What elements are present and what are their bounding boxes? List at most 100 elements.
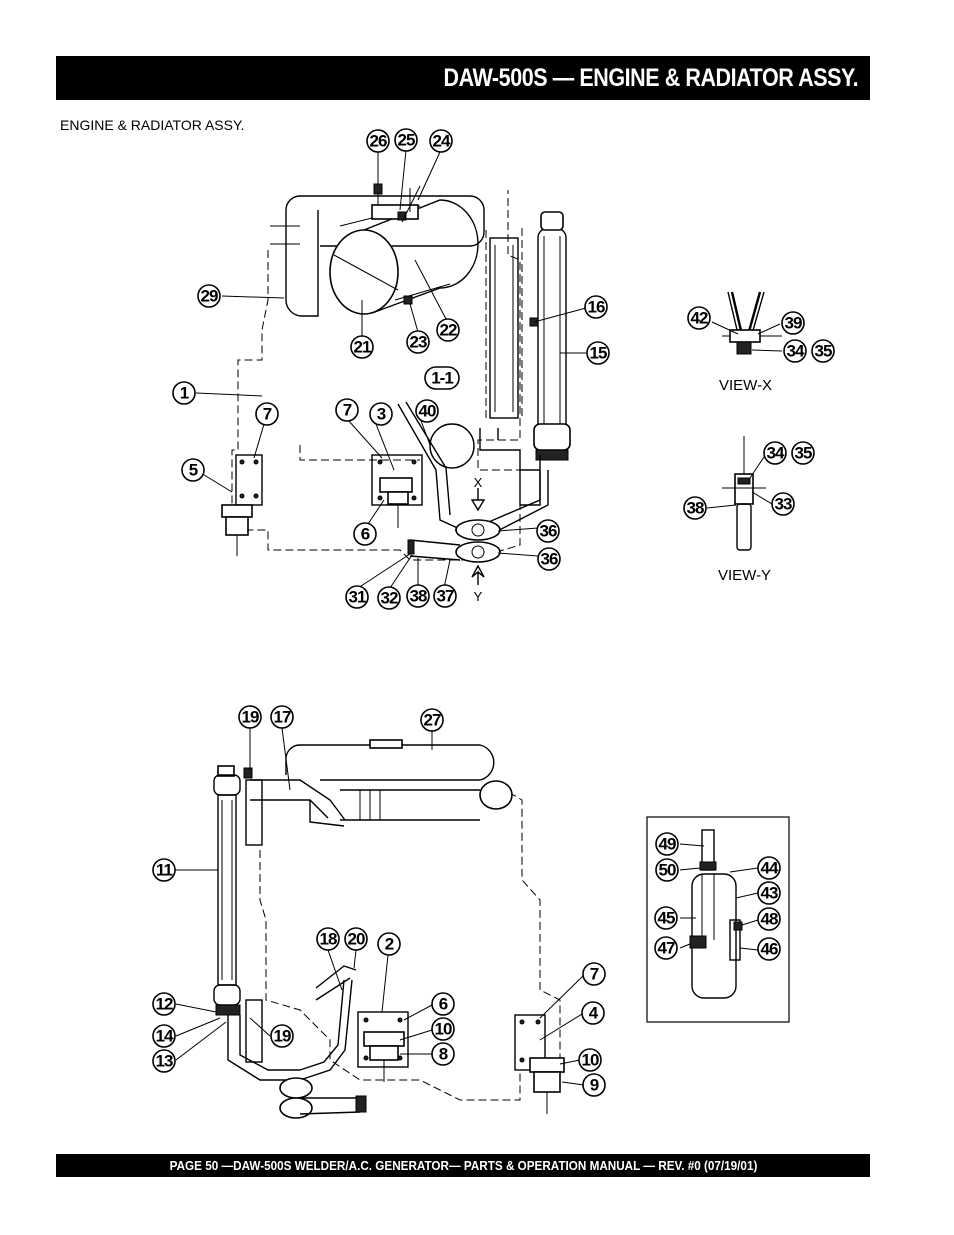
svg-text:49: 49 xyxy=(659,835,676,854)
svg-text:29: 29 xyxy=(201,287,218,306)
callout-27: 27 xyxy=(420,708,444,732)
callout-50: 50 xyxy=(655,858,679,882)
svg-text:34: 34 xyxy=(787,342,805,361)
callout-1-1: 1-1 xyxy=(424,366,460,390)
svg-text:18: 18 xyxy=(320,930,337,949)
page-footer-text: PAGE 50 —DAW-500S WELDER/A.C. GENERATOR—… xyxy=(169,1158,757,1173)
view-x-callouts: 42 39 34 35 xyxy=(687,306,835,363)
callout-15: 15 xyxy=(586,341,610,365)
callout-3: 3 xyxy=(369,402,393,426)
callout-7-center: 7 xyxy=(335,398,359,422)
callout-34-x: 34 xyxy=(783,339,807,363)
callout-38: 38 xyxy=(406,584,430,608)
callout-19-bottom: 19 xyxy=(270,1024,294,1048)
svg-text:4: 4 xyxy=(589,1004,599,1023)
svg-text:7: 7 xyxy=(343,401,352,420)
callout-37: 37 xyxy=(433,584,457,608)
callout-48: 48 xyxy=(757,907,781,931)
svg-text:6: 6 xyxy=(439,995,448,1014)
callout-47: 47 xyxy=(654,936,678,960)
svg-text:26: 26 xyxy=(370,132,387,151)
svg-text:8: 8 xyxy=(439,1045,448,1064)
top-assembly-drawing xyxy=(195,149,587,589)
callout-34-y: 34 xyxy=(763,441,787,465)
callout-29: 29 xyxy=(197,284,221,308)
svg-text:35: 35 xyxy=(795,444,812,463)
callout-43: 43 xyxy=(757,881,781,905)
callout-25: 25 xyxy=(394,128,418,152)
svg-text:40: 40 xyxy=(419,402,436,421)
callout-26: 26 xyxy=(366,129,390,153)
svg-text:9: 9 xyxy=(590,1076,599,1095)
callout-21: 21 xyxy=(350,335,374,359)
svg-text:1-1: 1-1 xyxy=(431,369,453,388)
view-y-callouts: 34 35 38 33 xyxy=(683,441,815,520)
callout-7-bottom: 7 xyxy=(582,962,606,986)
callout-16: 16 xyxy=(584,295,608,319)
callout-11: 11 xyxy=(152,858,176,882)
svg-text:45: 45 xyxy=(658,909,675,928)
callout-7-left: 7 xyxy=(255,402,279,426)
callout-40: 40 xyxy=(415,399,439,423)
section-label: ENGINE & RADIATOR ASSY. xyxy=(60,117,245,133)
svg-text:38: 38 xyxy=(687,499,704,518)
svg-text:31: 31 xyxy=(349,588,366,607)
callout-35-y: 35 xyxy=(791,441,815,465)
callout-32: 32 xyxy=(377,586,401,610)
bottom-assembly-drawing xyxy=(175,727,585,1119)
svg-text:7: 7 xyxy=(263,405,272,424)
page-header-bar: DAW-500S — ENGINE & RADIATOR ASSY. xyxy=(56,56,870,100)
svg-text:43: 43 xyxy=(761,884,778,903)
svg-text:48: 48 xyxy=(761,910,778,929)
svg-text:33: 33 xyxy=(775,495,792,514)
callout-17: 17 xyxy=(270,705,294,729)
svg-text:14: 14 xyxy=(156,1027,174,1046)
svg-text:22: 22 xyxy=(440,321,457,340)
svg-text:24: 24 xyxy=(433,132,451,151)
svg-text:36: 36 xyxy=(540,522,557,541)
svg-text:7: 7 xyxy=(590,965,599,984)
callout-4: 4 xyxy=(581,1001,605,1025)
view-x-drawing xyxy=(711,291,783,355)
svg-text:19: 19 xyxy=(242,708,259,727)
svg-text:47: 47 xyxy=(658,939,675,958)
callout-36-lower: 36 xyxy=(537,547,561,571)
bottom-callouts: 19 17 27 11 18 20 2 12 14 13 19 6 10 8 7… xyxy=(152,705,606,1097)
svg-text:44: 44 xyxy=(761,859,779,878)
callout-9: 9 xyxy=(582,1073,606,1097)
callout-35-x: 35 xyxy=(811,339,835,363)
svg-text:42: 42 xyxy=(691,309,708,328)
callout-6: 6 xyxy=(353,522,377,546)
callout-18: 18 xyxy=(316,927,340,951)
page-title: DAW-500S — ENGINE & RADIATOR ASSY. xyxy=(443,63,858,92)
svg-text:34: 34 xyxy=(767,444,785,463)
svg-text:6: 6 xyxy=(361,525,370,544)
callout-23: 23 xyxy=(406,330,430,354)
svg-text:19: 19 xyxy=(274,1027,291,1046)
svg-text:3: 3 xyxy=(377,405,386,424)
callout-5: 5 xyxy=(181,458,205,482)
callout-1: 1 xyxy=(172,381,196,405)
callout-10-center: 10 xyxy=(431,1017,455,1041)
svg-text:16: 16 xyxy=(588,298,605,317)
svg-text:11: 11 xyxy=(156,861,173,880)
callout-20: 20 xyxy=(344,927,368,951)
callout-31: 31 xyxy=(345,585,369,609)
svg-text:39: 39 xyxy=(785,314,802,333)
callout-8: 8 xyxy=(431,1042,455,1066)
callout-39: 39 xyxy=(781,311,805,335)
callout-2: 2 xyxy=(377,932,401,956)
inset-detail xyxy=(646,816,790,1023)
svg-text:23: 23 xyxy=(410,333,427,352)
svg-text:15: 15 xyxy=(590,344,607,363)
svg-text:10: 10 xyxy=(582,1051,599,1070)
view-y-label: VIEW-Y xyxy=(718,567,771,584)
svg-text:10: 10 xyxy=(435,1020,452,1039)
svg-text:27: 27 xyxy=(424,711,441,730)
callout-42: 42 xyxy=(687,306,711,330)
svg-text:12: 12 xyxy=(156,995,173,1014)
svg-text:21: 21 xyxy=(354,338,371,357)
page-footer-bar: PAGE 50 —DAW-500S WELDER/A.C. GENERATOR—… xyxy=(56,1154,870,1177)
callout-22: 22 xyxy=(436,318,460,342)
